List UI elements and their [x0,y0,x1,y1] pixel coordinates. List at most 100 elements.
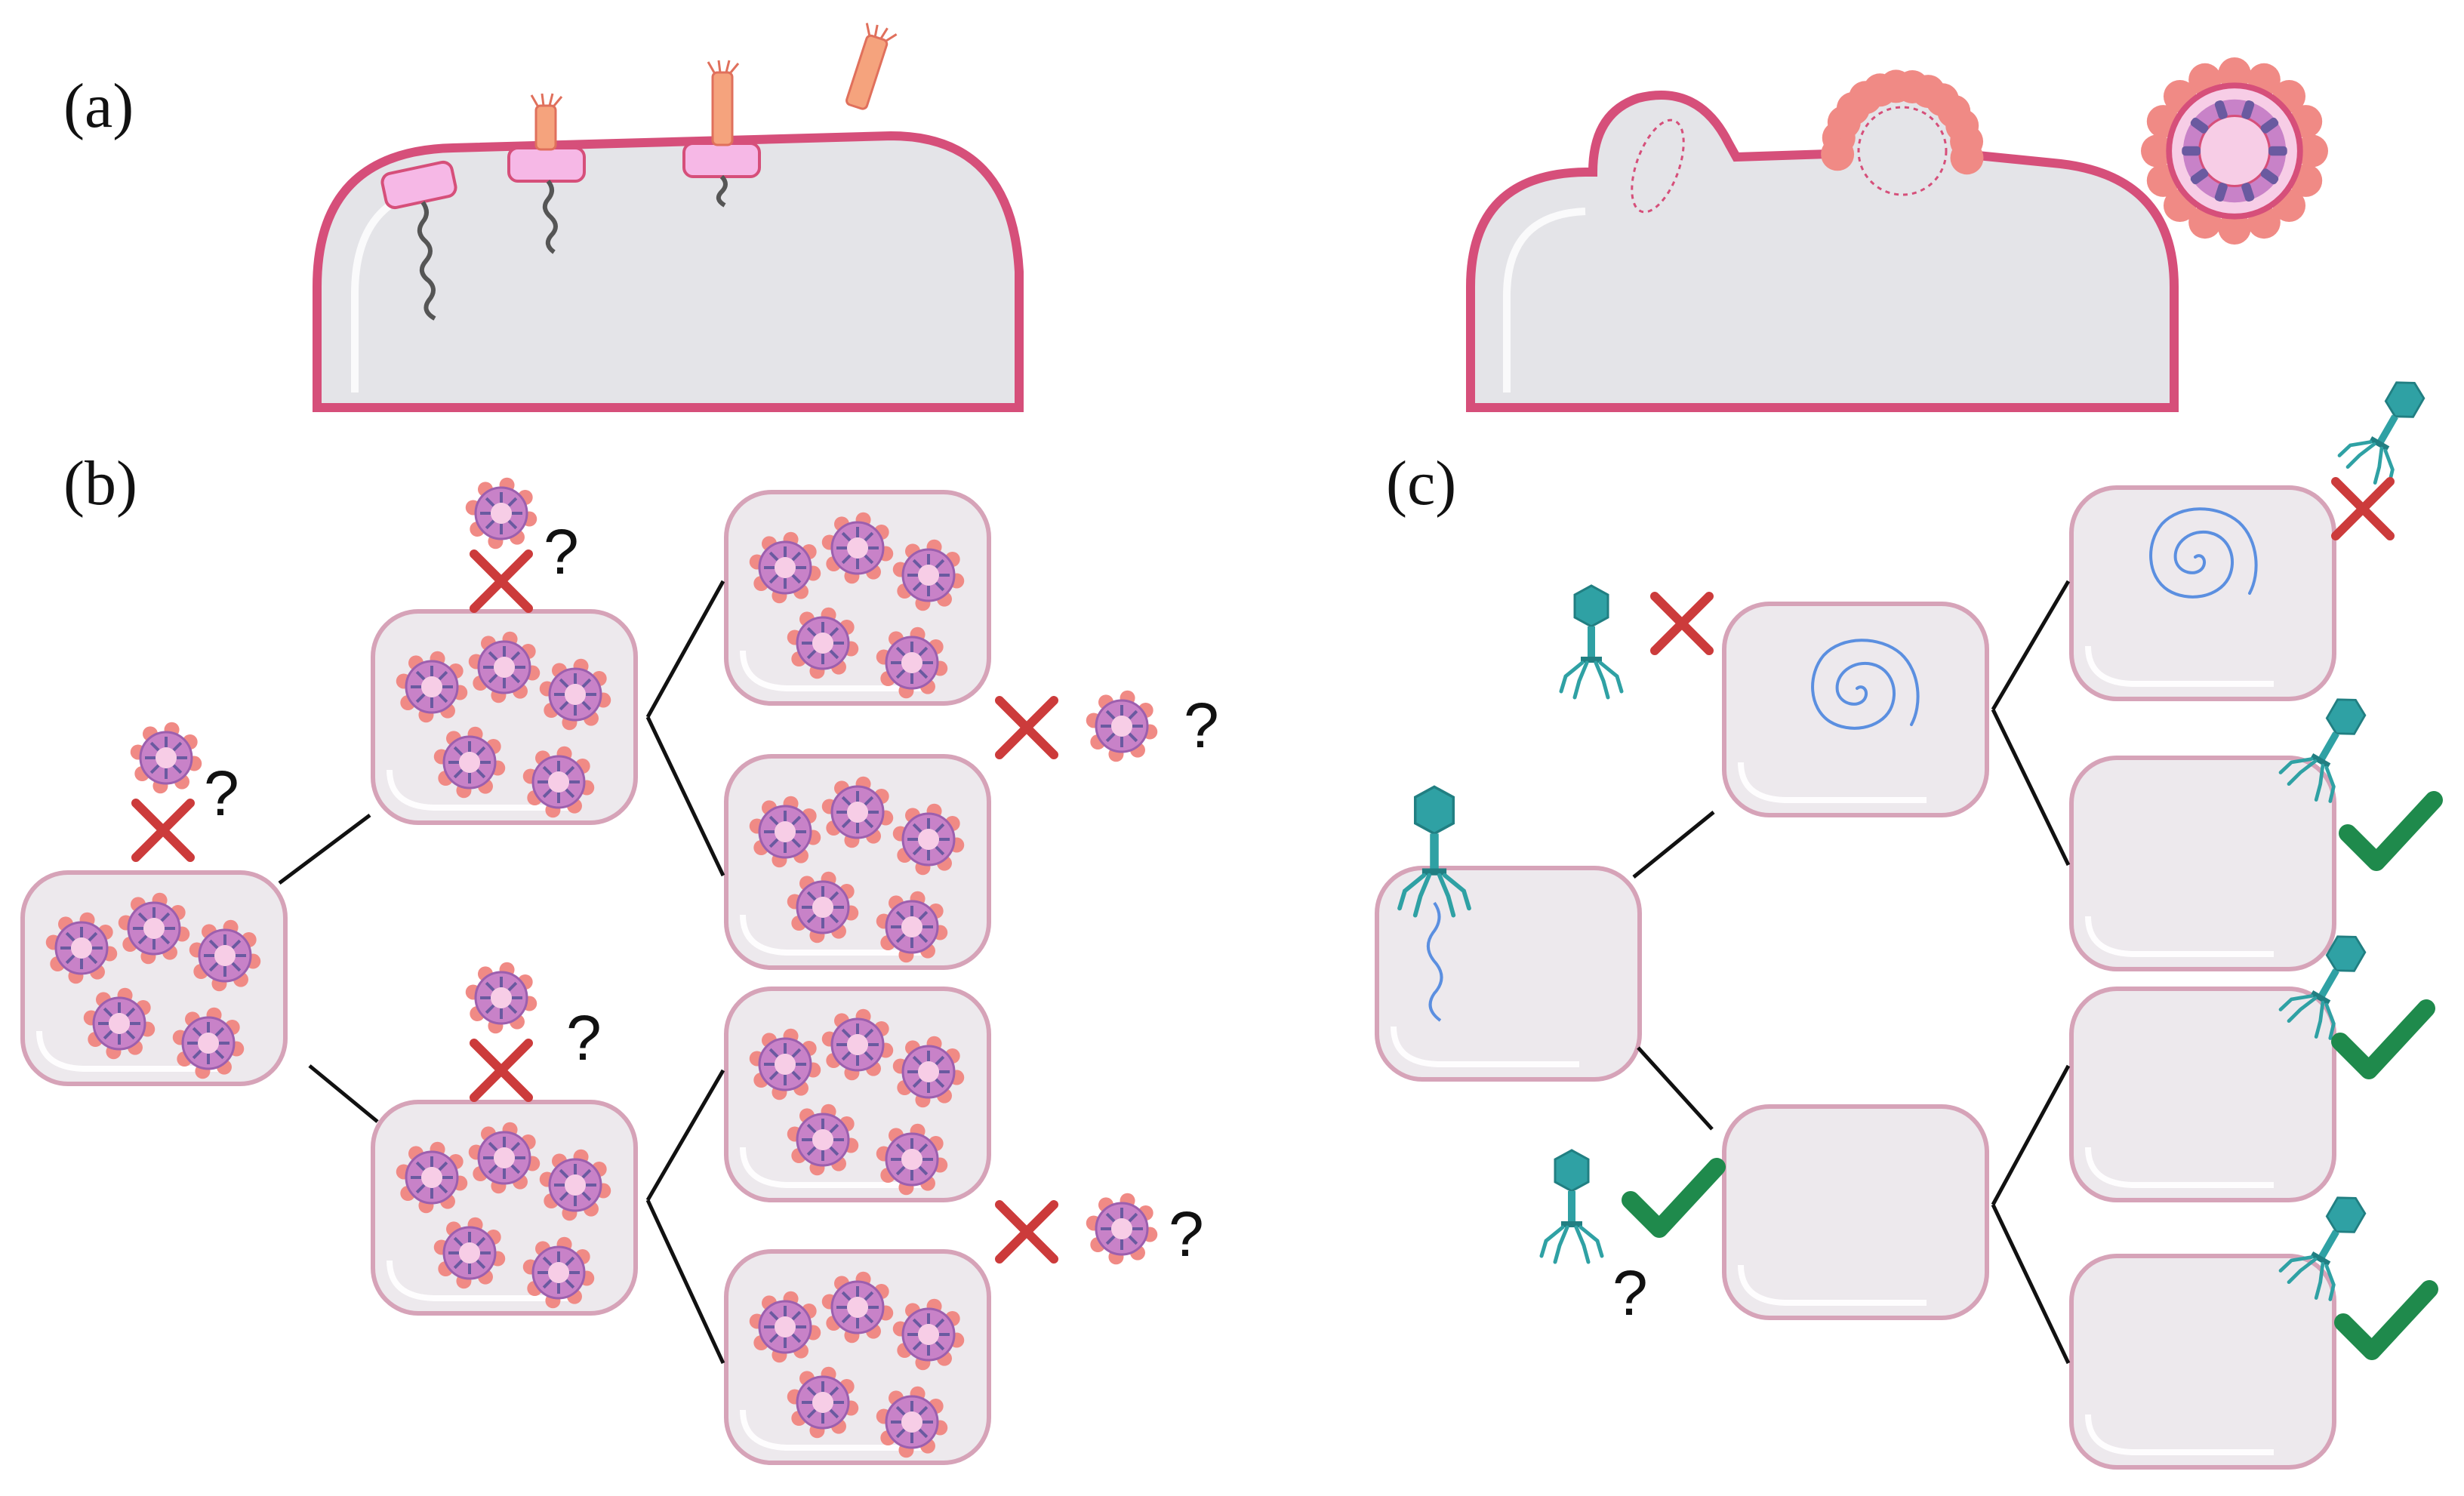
virion-icon [433,726,506,799]
cross-icon [995,1200,1058,1264]
phage-tail-icon [530,93,563,151]
virion-icon [821,1271,894,1344]
virion-icon [465,477,537,549]
lineage-branch [645,580,725,719]
question-mark: ? [1184,690,1219,761]
phage-tail-icon [845,23,898,110]
virion-icon [876,1386,948,1458]
phage-icon [2337,381,2426,486]
lineage-branch [645,1199,725,1365]
lineage-branch [1637,1046,1714,1131]
virion-icon [433,1217,506,1289]
virion-icon [892,803,965,876]
virion-icon [749,1028,821,1100]
virion-icon [821,776,894,848]
virion-icon [876,891,948,963]
virion-icon [468,631,541,703]
cell-generation-3 [2069,485,2336,701]
virion-icon [539,1149,611,1221]
cross-icon [131,799,195,862]
virion-icon [876,1123,948,1196]
question-mark: ? [566,1002,602,1073]
virion-icon [45,912,118,984]
membrane-receptor [380,160,457,210]
host-cell-budding [1466,79,2179,412]
virion-icon [787,871,859,943]
phage-icon [1559,584,1624,700]
crispr-lineage-c: ? [1375,381,2443,1470]
virion-icon [465,962,537,1034]
host-cell-adsorption [313,131,1024,412]
virion-icon [749,531,821,604]
virion-icon [396,1141,468,1214]
virion-icon [172,1007,245,1079]
phage-icon [2278,1196,2367,1301]
virion-icon [787,607,859,679]
virion-icon [821,1008,894,1081]
virion-icon [892,1298,965,1371]
virion-icon [118,892,190,965]
spiral-icon [1811,639,1920,730]
membrane-receptor [682,142,761,178]
cross-icon [995,696,1058,759]
cross-icon [2331,477,2395,540]
lineage-branch [645,716,725,877]
lineage-branch [1991,1064,2071,1206]
cross-icon [470,549,533,613]
lineage-branch [1991,580,2071,711]
injected-dna [1427,901,1443,1022]
virion-icon [787,1366,859,1439]
virion-icon [468,1122,541,1194]
virion-icon [396,651,468,723]
spiral-icon [2149,507,2258,599]
virion-icon [83,987,156,1060]
lineage-branch [308,1064,379,1123]
phage-tail-icon [707,60,740,146]
injected-dna [542,180,558,254]
virion-icon [876,626,948,699]
virion-icon [130,722,202,794]
question-mark: ? [1612,1257,1648,1328]
virion-icon [539,658,611,731]
cell-generation-1 [1375,866,1642,1082]
question-mark: ? [204,758,239,829]
lineage-branch [1632,811,1715,879]
injected-dna [716,174,728,208]
phage-icon [2278,935,2367,1040]
cross-icon [470,1039,533,1102]
cross-icon [1650,592,1714,655]
phage-icon [1397,785,1471,918]
virion-icon [1086,690,1158,762]
phage-icon [2278,698,2367,803]
lineage-branch [278,814,371,885]
check-icon [2331,999,2435,1079]
lineage-branch [1991,708,2071,867]
cell-generation-3 [2069,756,2336,971]
check-icon [2334,1280,2438,1360]
membrane-receptor [507,146,586,183]
injected-dna [417,201,436,321]
virion-icon [821,512,894,584]
lineage-branch [645,1069,725,1202]
virion-icon [2141,57,2328,245]
panel-b-label: (b) [63,448,137,519]
panel-c-label: (c) [1386,448,1456,519]
virion-icon [522,746,595,818]
panel-a-label: (a) [63,71,134,141]
question-mark: ? [544,516,579,587]
virion-icon [749,796,821,868]
virion-icon [189,919,261,992]
virion-icon [1086,1193,1158,1265]
virion-icon [892,539,965,611]
budding-virion-spikes [1821,69,1984,175]
immune-lineage-b: ????? [20,477,1219,1465]
virion-icon [892,1036,965,1108]
cell-generation-3 [2069,987,2336,1202]
check-icon [2339,791,2443,871]
check-icon [1622,1158,1726,1238]
lineage-branch [1991,1203,2071,1365]
cell-generation-2 [1722,602,1989,817]
cell-generation-3 [2069,1254,2336,1470]
question-mark: ? [1169,1199,1204,1270]
